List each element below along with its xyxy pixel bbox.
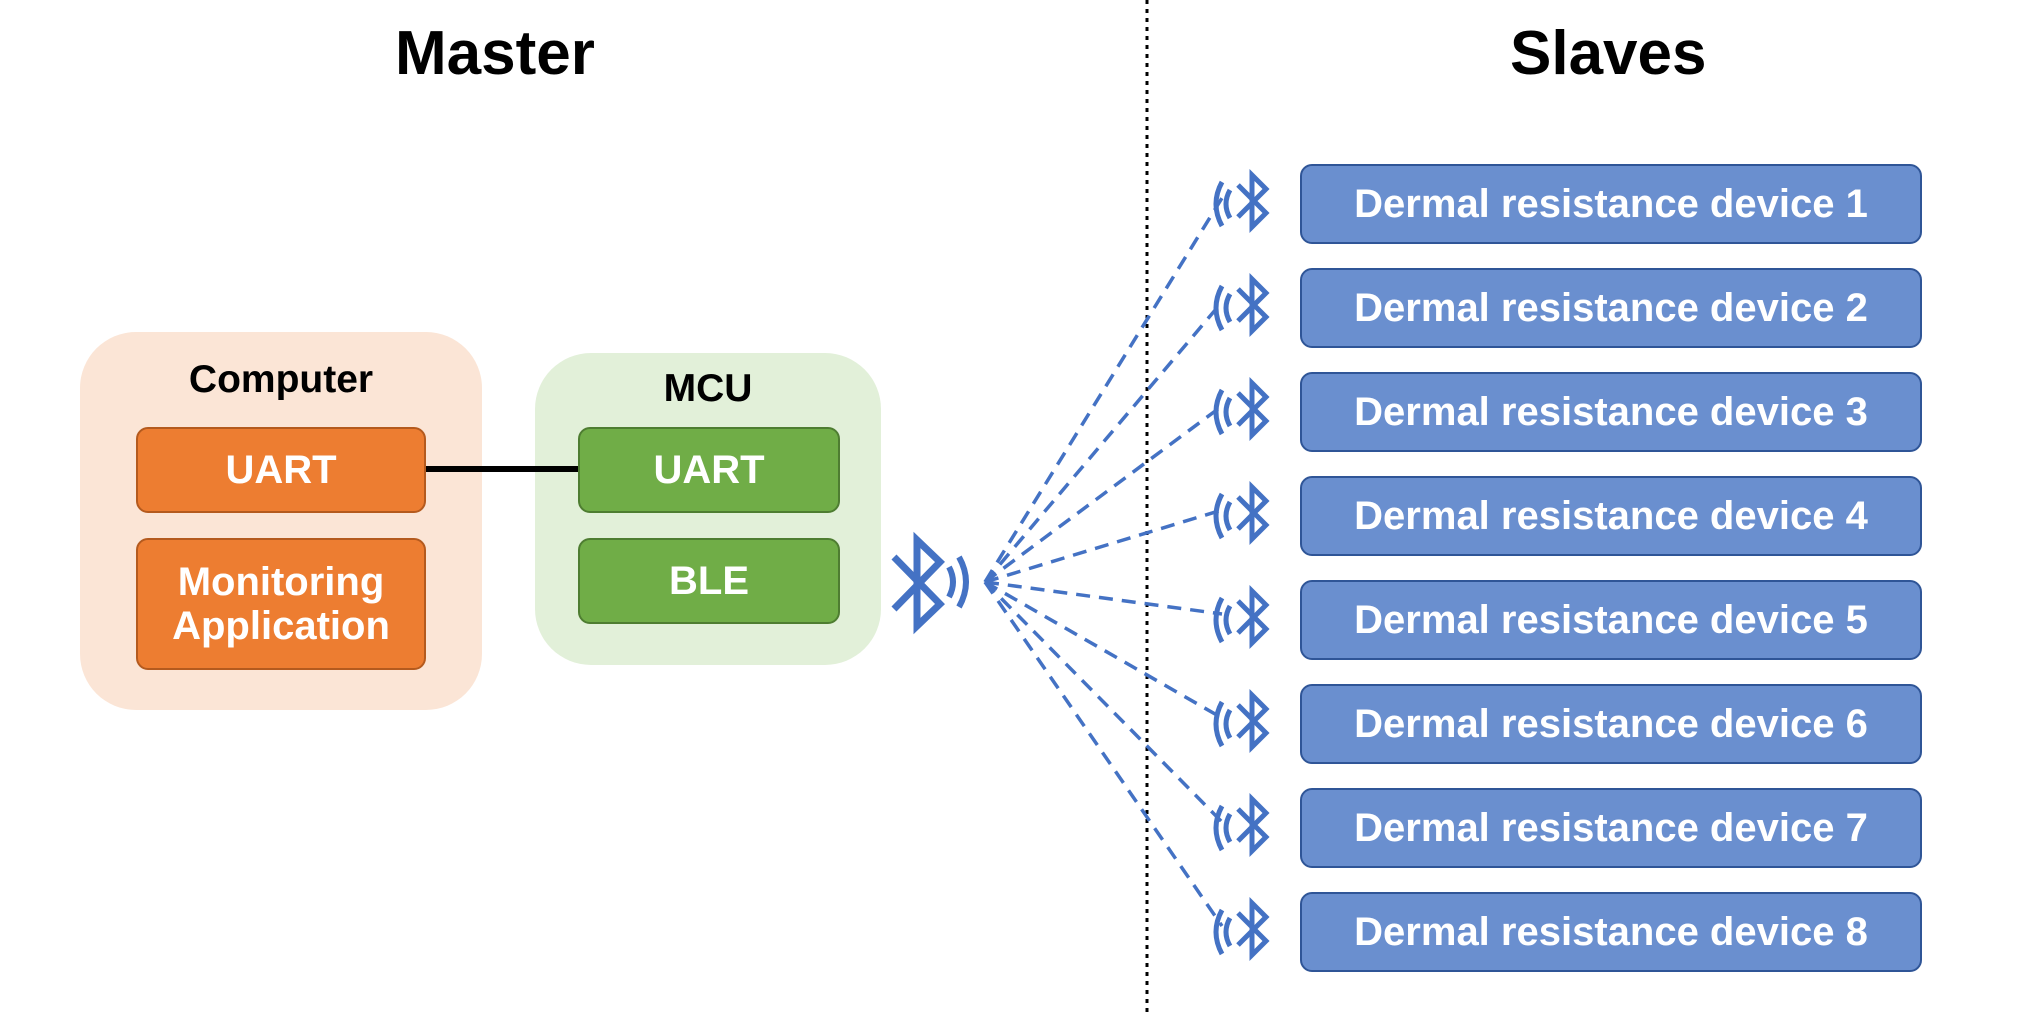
slave-bluetooth-icon	[1213, 584, 1270, 650]
slave-device-label: Dermal resistance device 6	[1354, 701, 1868, 746]
slave-device-label: Dermal resistance device 7	[1354, 805, 1868, 850]
slave-bluetooth-icon	[1213, 272, 1270, 338]
wireless-link-2	[983, 300, 1224, 584]
mcu-uart-label: UART	[653, 447, 765, 492]
slave-device-label: Dermal resistance device 8	[1354, 909, 1868, 954]
slave-bluetooth-icon	[1213, 376, 1270, 442]
mcu-uart-box: UART	[578, 427, 840, 513]
slave-device-7: Dermal resistance device 7	[1300, 788, 1922, 868]
slave-device-label: Dermal resistance device 3	[1354, 389, 1868, 434]
slave-device-label: Dermal resistance device 5	[1354, 597, 1868, 642]
computer-title: Computer	[188, 358, 374, 401]
slave-bluetooth-icon	[1213, 168, 1270, 234]
slave-bluetooth-icon	[1213, 896, 1270, 962]
slave-device-5: Dermal resistance device 5	[1300, 580, 1922, 660]
wireless-link-5	[984, 580, 1223, 616]
slave-bluetooth-icon	[1213, 792, 1270, 858]
wireless-link-3	[983, 404, 1224, 584]
wireless-link-8	[983, 581, 1224, 927]
wireless-link-4	[984, 508, 1223, 584]
computer-uart-box: UART	[136, 427, 426, 513]
wireless-links	[983, 197, 1224, 927]
slave-device-label: Dermal resistance device 2	[1354, 285, 1868, 330]
slave-device-1: Dermal resistance device 1	[1300, 164, 1922, 244]
wireless-link-6	[984, 580, 1223, 720]
wireless-link-1	[983, 197, 1224, 583]
computer-uart-label: UART	[225, 448, 337, 492]
master-heading: Master	[395, 19, 595, 88]
master-bluetooth-icon	[891, 531, 969, 635]
mcu-title: MCU	[663, 367, 753, 410]
slave-device-label: Dermal resistance device 4	[1354, 493, 1868, 538]
slave-device-4: Dermal resistance device 4	[1300, 476, 1922, 556]
slave-bluetooth-icon	[1213, 480, 1270, 546]
wireless-link-7	[983, 580, 1224, 824]
monitoring-application-box: Monitoring Application	[136, 538, 426, 670]
ble-box: BLE	[578, 538, 840, 624]
slave-device-3: Dermal resistance device 3	[1300, 372, 1922, 452]
ble-label: BLE	[669, 558, 749, 603]
monitoring-application-label-line2: Application	[172, 604, 390, 648]
slaves-heading: Slaves	[1510, 19, 1707, 88]
slave-device-2: Dermal resistance device 2	[1300, 268, 1922, 348]
monitoring-application-label-line1: Monitoring	[177, 560, 385, 604]
slave-device-6: Dermal resistance device 6	[1300, 684, 1922, 764]
slave-device-label: Dermal resistance device 1	[1354, 181, 1868, 226]
slave-bluetooth-icon	[1213, 688, 1270, 754]
slave-device-8: Dermal resistance device 8	[1300, 892, 1922, 972]
